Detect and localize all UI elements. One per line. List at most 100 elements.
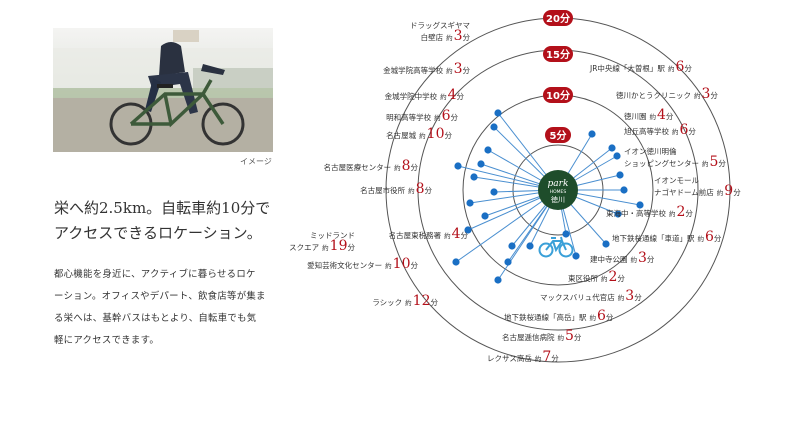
time-prefix: 約 [446,33,453,42]
time-unit: 分 [463,33,471,42]
destination-label: 東海中・高等学校約2分 [606,204,693,220]
time-value: 3 [454,61,463,77]
time-value: 3 [702,86,711,102]
time-unit: 分 [606,313,614,322]
destination-time-text: 明和高等学校約6分 [386,108,458,124]
time-value: 6 [705,229,714,245]
destination-time-text: 金城学院高等学校約3分 [383,61,470,77]
time-value: 8 [402,158,411,174]
time-unit: 分 [684,64,692,73]
time-ring-badge: 5分 [545,127,571,143]
destination-dot [481,212,489,220]
destination-label: 東区役所約2分 [568,269,625,285]
time-unit: 分 [445,131,453,140]
destination-name: ドラッグスギヤマ [410,20,470,30]
destination-name: 金城学院中学校 [385,91,438,101]
destination-dot [490,123,498,131]
time-unit: 分 [425,186,433,195]
destination-dot [452,258,460,266]
destination-dot [636,201,644,209]
destination-time-text: 地下鉄桜通線「車道」駅約6分 [612,229,722,245]
destination-dot [477,160,485,168]
time-prefix: 約 [717,188,724,197]
time-ring-badge: 20分 [543,10,573,26]
time-unit: 分 [688,127,696,136]
destination-name: ラシック [372,298,402,307]
destination-name: 徳川園 [624,111,647,121]
time-prefix: 約 [322,243,329,252]
destination-name: スクエア [289,243,319,252]
destination-dot [470,173,478,181]
time-unit: 分 [431,298,439,307]
time-prefix: 約 [672,127,679,136]
destination-time-text: スクエア約19分 [289,238,355,254]
destination-dot [613,152,621,160]
destination-time-text: 名古屋東税務署約4分 [389,226,469,242]
destination-label: 愛知芸術文化センター約10分 [307,256,418,272]
time-prefix: 約 [558,333,565,342]
body-line: 軽にアクセスできます。 [54,335,160,346]
time-value: 8 [416,181,425,197]
time-prefix: 約 [405,298,412,307]
destination-dot [572,252,580,260]
destination-label: 金城学院高等学校約3分 [383,61,470,77]
time-prefix: 約 [394,163,401,172]
time-prefix: 約 [434,113,441,122]
destination-dot [466,199,474,207]
destination-time-text: JR中央線「大曽根」駅約6分 [589,59,692,75]
destination-name: ミッドランド [310,231,355,240]
destination-name: 名古屋東税務署 [389,230,442,240]
destination-label: 金城学院中学校約4分 [385,87,465,103]
destination-name: マックスバリュ代官店 [540,292,615,302]
destination-dot [464,226,472,234]
destination-label: 名古屋市役所約8分 [360,181,432,197]
destination-dot [602,240,610,248]
time-unit: 分 [685,209,693,218]
destination-time-text: 旭丘高等学校約6分 [624,122,696,138]
destination-label: イオンモールナゴヤドーム前店約9分 [654,176,741,199]
time-value: 6 [680,122,689,138]
svg-text:10分: 10分 [546,89,570,102]
destination-name: レクサス高岳 [487,353,532,363]
destination-label: レクサス高岳約7分 [487,349,559,365]
time-prefix: 約 [668,64,675,73]
destination-name: イオン徳川明倫 [624,146,677,156]
destination-name: 徳川かとうクリニック [616,90,691,100]
time-value: 6 [675,59,684,75]
destination-name: 名古屋市役所 [360,185,405,195]
time-prefix: 約 [669,209,676,218]
destination-label: ミッドランドスクエア約19分 [289,231,355,254]
time-value: 2 [609,269,618,285]
destination-name: 名古屋逓信病院 [502,332,555,342]
svg-text:20分: 20分 [546,12,570,25]
destination-time-text: 地下鉄桜通線「高岳」駅約6分 [504,308,614,324]
time-value: 3 [454,28,463,44]
destination-time-text: 東区役所約2分 [568,269,625,285]
destination-label: JR中央線「大曽根」駅約6分 [589,59,692,75]
destination-time-text: 名古屋医療センター約8分 [324,158,419,174]
time-value: 10 [393,256,411,272]
time-unit: 分 [461,231,469,240]
photo-caption: イメージ [240,157,272,166]
destination-dot [454,162,462,170]
time-unit: 分 [733,188,741,197]
destination-name: 白壁店 [421,32,444,42]
time-unit: 分 [647,255,655,264]
headline-line: 栄へ約2.5km。自転車約10分で [54,199,271,217]
time-unit: 分 [348,243,356,252]
destination-label: 地下鉄桜通線「高岳」駅約6分 [504,308,614,324]
time-prefix: 約 [618,293,625,302]
destination-time-text: 徳川かとうクリニック約3分 [616,86,718,102]
body-line: 都心機能を身近に、アクティブに暮らせるロケ [54,269,256,280]
time-value: 10 [427,126,445,142]
time-prefix: 約 [408,186,415,195]
destination-time-text: ナゴヤドーム前店約9分 [654,183,741,199]
time-value: 5 [710,154,719,170]
time-prefix: 約 [419,131,426,140]
destination-label: 地下鉄桜通線「車道」駅約6分 [612,229,722,245]
destination-name: 東海中・高等学校 [606,208,666,218]
brand-name: park [548,179,569,189]
time-prefix: 約 [385,261,392,270]
destination-label: ラシック約12分 [372,293,438,309]
